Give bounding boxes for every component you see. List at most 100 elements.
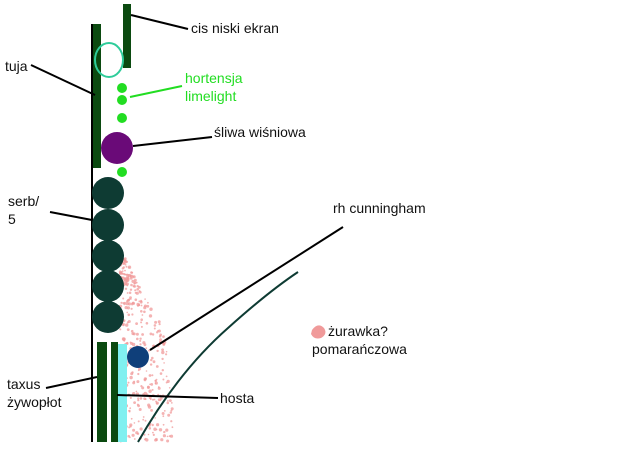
leader-hortensja — [129, 85, 183, 98]
heuchera-speckle — [128, 298, 131, 301]
label-serb-1: serb/ — [8, 193, 40, 209]
heuchera-speckle — [141, 333, 145, 336]
heuchera-speckle — [123, 302, 126, 306]
label-serb-2: 5 — [8, 211, 16, 227]
heuchera-speckle — [140, 325, 143, 328]
heuchera-speckle — [147, 385, 150, 389]
heuchera-speckle — [137, 369, 140, 372]
heuchera-speckle — [126, 328, 130, 331]
label-rh: rh cunningham — [333, 200, 426, 216]
heuchera-speckle — [122, 262, 125, 265]
heuchera-speckle — [133, 401, 137, 404]
rh-circle — [127, 346, 149, 368]
heuchera-speckle — [129, 425, 132, 428]
heuchera-speckle — [137, 420, 140, 423]
heuchera-speckle — [137, 399, 140, 402]
heuchera-speckle — [148, 389, 152, 393]
heuchera-speckle — [154, 379, 157, 383]
serb-circle — [92, 177, 124, 209]
heuchera-speckle — [170, 402, 173, 404]
heuchera-speckle — [157, 320, 161, 324]
heuchera-speckle — [144, 419, 147, 422]
heuchera-speckle — [121, 337, 126, 341]
heuchera-speckle — [170, 420, 173, 423]
serb-circle — [92, 270, 124, 302]
hortensja-dot — [117, 113, 127, 123]
heuchera-speckle — [151, 423, 154, 427]
heuchera-speckle — [134, 289, 137, 292]
heuchera-speckle — [120, 301, 123, 304]
label-taxus-1: taxus — [7, 376, 41, 392]
heuchera-speckle — [165, 428, 169, 432]
heuchera-speckle — [152, 398, 154, 401]
heuchera-speckle — [147, 403, 151, 407]
heuchera-speckle — [137, 397, 140, 400]
heuchera-speckle — [143, 433, 146, 436]
taxus-hedge — [97, 342, 107, 442]
heuchera-speckle — [127, 434, 130, 438]
heuchera-speckle — [151, 388, 154, 391]
heuchera-speckle — [163, 362, 165, 364]
label-taxus-2: żywopłot — [7, 394, 62, 410]
label-zurawka-2: pomarańczowa — [312, 341, 407, 357]
leader-taxus — [45, 376, 98, 389]
heuchera-speckle — [158, 323, 161, 326]
heuchera-speckle — [129, 288, 133, 291]
heuchera-speckle — [127, 381, 130, 384]
heuchera-speckle — [162, 378, 165, 381]
serb-circle — [92, 240, 124, 272]
heuchera-speckle — [128, 266, 130, 269]
cis-ring — [94, 42, 124, 78]
heuchera-speckle — [139, 337, 142, 340]
heuchera-speckle — [130, 372, 134, 376]
hortensja-dot — [117, 95, 127, 105]
heuchera-speckle — [154, 320, 158, 324]
label-hortensja-1: hortensja — [185, 70, 243, 86]
heuchera-speckle — [158, 335, 162, 338]
cis-block — [123, 4, 131, 68]
heuchera-speckle — [137, 372, 140, 376]
heuchera-speckle — [163, 430, 166, 434]
tuja-hedge — [93, 24, 101, 168]
heuchera-speckle — [156, 331, 159, 334]
heuchera-speckle — [143, 397, 146, 401]
heuchera-speckle — [145, 347, 148, 350]
heuchera-speckle — [163, 410, 166, 412]
heuchera-speckle — [162, 423, 165, 426]
heuchera-speckle — [154, 381, 158, 385]
heuchera-speckle — [126, 300, 129, 303]
heuchera-speckle — [131, 302, 134, 305]
heuchera-speckle — [148, 349, 151, 352]
heuchera-speckle — [138, 408, 142, 411]
heuchera-speckle — [165, 350, 168, 353]
heuchera-speckle — [155, 428, 158, 431]
heuchera-speckle — [122, 297, 125, 300]
heuchera-speckle — [132, 428, 136, 432]
heuchera-speckle — [147, 301, 149, 304]
heuchera-speckle — [132, 285, 135, 288]
label-cis: cis niski ekran — [191, 20, 279, 36]
hortensja-dot — [117, 167, 127, 177]
heuchera-speckle — [154, 417, 156, 419]
heuchera-speckle — [151, 374, 154, 377]
heuchera-speckle — [150, 409, 154, 412]
heuchera-speckle — [140, 318, 143, 322]
heuchera-speckle — [124, 269, 126, 272]
heuchera-speckle — [131, 271, 134, 274]
leader-hosta — [116, 394, 219, 399]
heuchera-speckle — [166, 435, 169, 438]
heuchera-speckle — [161, 369, 164, 372]
heuchera-speckle — [126, 292, 129, 294]
heuchera-speckle — [153, 398, 156, 401]
heuchera-speckle — [130, 417, 133, 420]
heuchera-speckle — [143, 377, 147, 381]
heuchera-speckle — [168, 387, 171, 389]
heuchera-speckle — [142, 418, 145, 421]
heuchera-speckle — [125, 260, 129, 263]
heuchera-speckle — [167, 400, 169, 402]
heuchera-speckle — [130, 283, 133, 287]
heuchera-speckle — [159, 338, 163, 342]
heuchera-speckle — [139, 300, 143, 304]
heuchera-speckle — [157, 393, 160, 396]
heuchera-speckle — [161, 350, 165, 355]
